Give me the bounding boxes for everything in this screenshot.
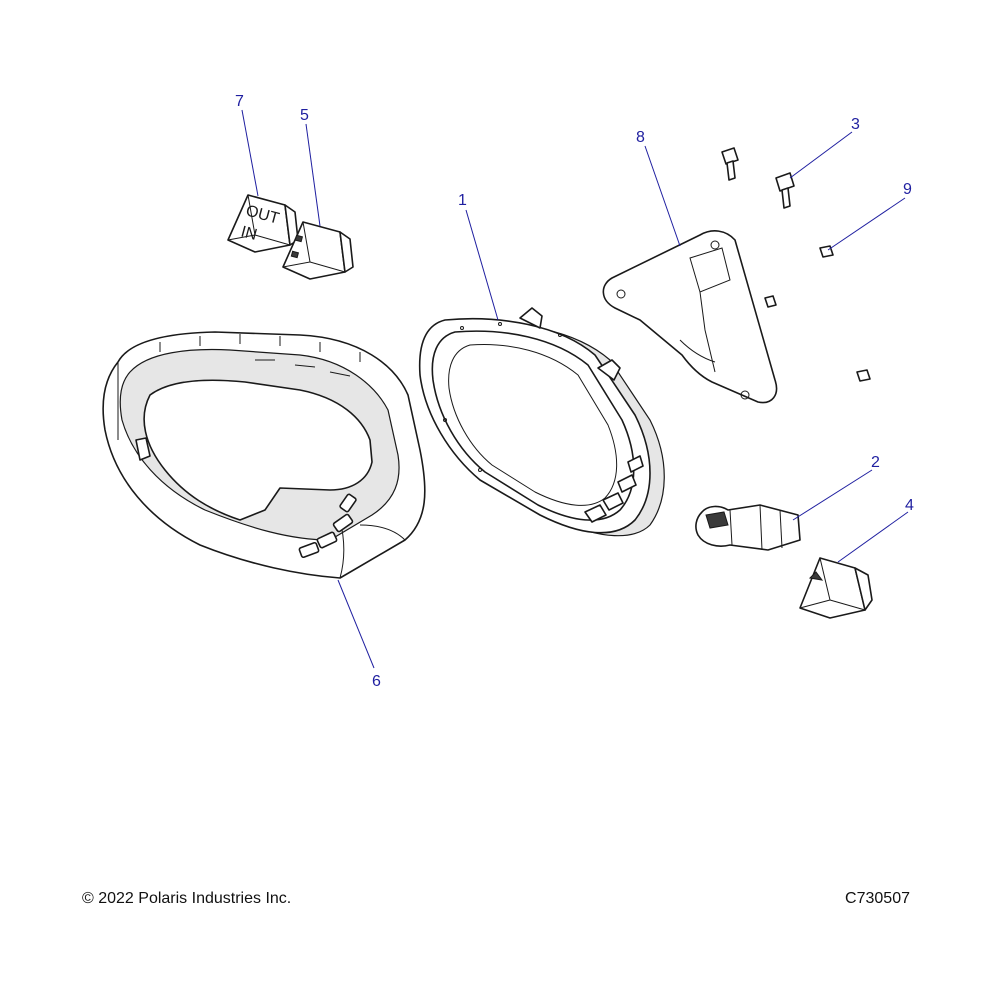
part-4-hazard-switch [799,557,873,619]
callout-9: 9 [903,181,912,198]
leader-3 [789,131,853,179]
figure-id: C730507 [845,890,910,907]
part-3-bolts [721,147,795,209]
callout-numbers: 1 2 3 4 5 6 7 8 9 [235,93,914,690]
part-1-gauge-cluster [418,307,665,537]
leader-9 [827,197,906,251]
part-7-rocker-switch-out-in: OUT IN [227,194,299,253]
leader-lines [241,109,909,669]
callout-5: 5 [300,107,309,124]
part-9-screws [764,245,871,382]
callout-3: 3 [851,116,860,133]
callout-6: 6 [372,673,381,690]
copyright-notice: © 2022 Polaris Industries Inc. [82,890,292,907]
leader-1 [465,209,499,321]
leader-5 [305,123,321,227]
callout-4: 4 [905,497,914,514]
callout-2: 2 [871,454,880,471]
callout-8: 8 [636,129,645,146]
leader-2 [792,469,873,521]
callout-7: 7 [235,93,244,110]
part-2-ignition-switch [695,504,801,551]
switch-in-label: IN [239,223,259,244]
leader-7 [241,109,259,197]
leader-8 [644,145,681,247]
callout-1: 1 [458,192,467,209]
part-5-rocker-switch [282,221,354,280]
part-6-bezel [102,331,426,579]
part-8-bracket [602,230,778,404]
leader-6 [337,579,375,669]
leader-4 [837,511,909,563]
